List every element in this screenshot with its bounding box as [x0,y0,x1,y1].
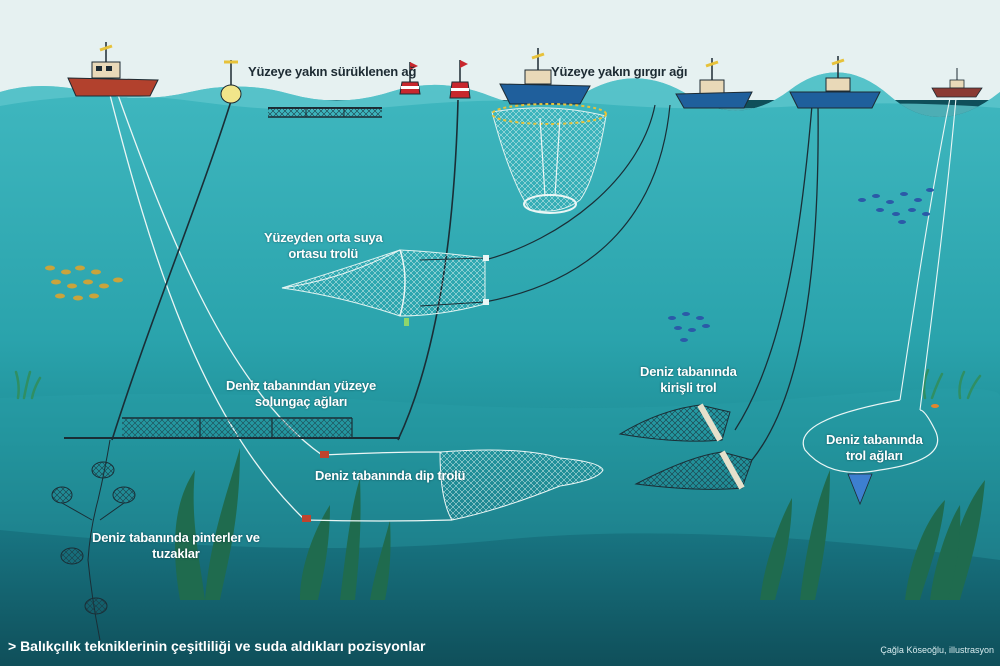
purse-seine-net [491,103,607,214]
seaweed-group [175,448,985,600]
red-buoy-2 [449,60,471,99]
label-bottom-otter-trawl: Deniz tabanında dip trolü [315,468,466,483]
pots-and-traps [51,439,136,641]
wave-crest [0,72,1000,118]
sea-grass [14,368,982,400]
red-buoy-1 [399,62,421,95]
label-surface-drift-net: Yüzeye yakın sürüklenen ağ [248,64,417,79]
cables [109,94,957,521]
fish-school-yellow [45,265,123,301]
bottom-gillnet [64,417,400,439]
fish-school-blue-2 [668,312,710,342]
fish-school-blue-1 [858,188,934,224]
sea [0,72,1000,666]
label-surface-purse-seine: Yüzeye yakın gırgır ağı [551,64,688,79]
figure-caption: > Balıkçılık tekniklerinin çeşitliliği v… [8,638,426,654]
label-pots-and-traps: Deniz tabanında pinterler ve tuzaklar [92,530,260,561]
blue-fishing-boat-3 [789,56,881,109]
yellow-buoy [220,60,242,104]
small-orange-fish [931,404,939,408]
beam-trawl-net-1 [618,403,731,442]
blue-fishing-boat-2 [675,58,753,109]
label-bottom-to-surface-gillnets: Deniz tabanından yüzeye solungaç ağları [226,378,376,409]
label-bottom-trawl-nets: Deniz tabanında trol ağları [826,432,923,463]
bottom-trawl-sweep [802,399,939,506]
beam-trawl-net-2 [634,450,753,490]
illustrator-credit: Çağla Köseoğlu, illustrasyon [880,645,994,655]
blue-fishing-boat-1 [499,48,591,105]
midwater-trawl-net [281,249,489,326]
red-fishing-boat [67,42,159,97]
surface-drift-net [268,107,382,118]
label-midwater-trawl: Yüzeyden orta suya ortasu trolü [264,230,383,261]
bottom-otter-trawl-net [302,449,604,522]
small-red-boat [931,68,983,98]
label-beam-trawl: Deniz tabanında kirişli trol [640,364,737,395]
